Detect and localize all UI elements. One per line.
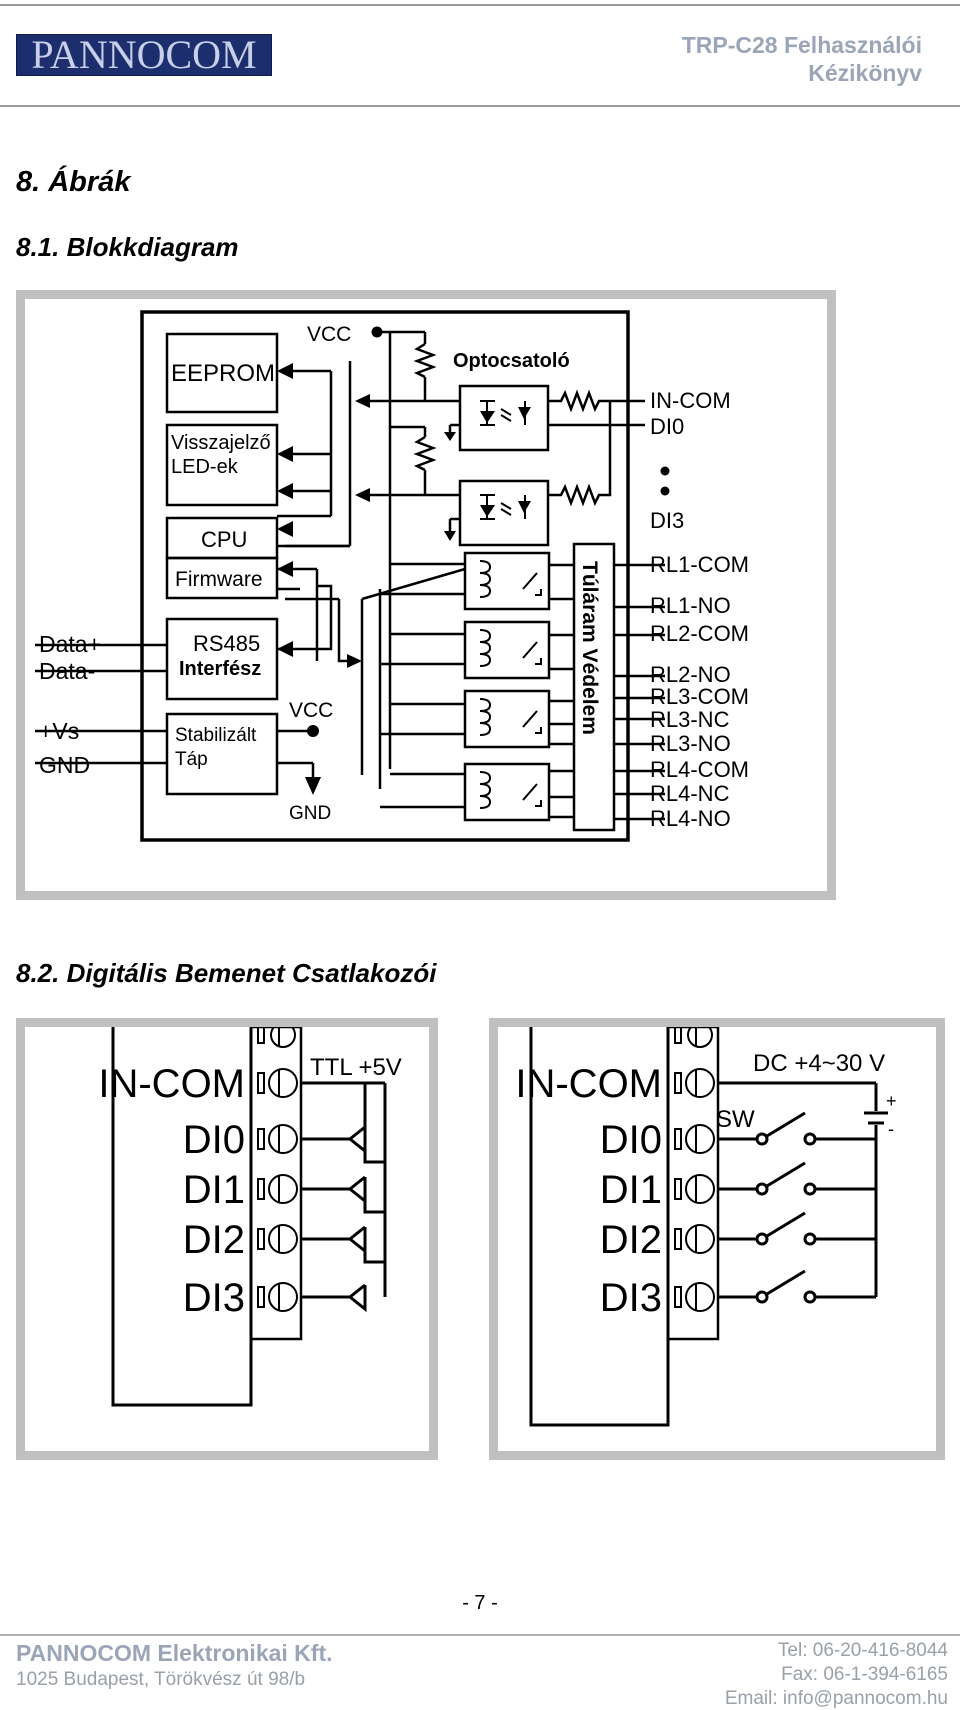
optocoupler-2 [458,479,550,547]
psu-label-line2: Táp [175,749,208,770]
pin-di3: DI3 [650,508,684,533]
pin-gnd: GND [39,752,90,778]
pin-data-minus: Data- [39,658,95,684]
logo-text: PANNOCOM [31,32,257,77]
sw-minus-label: - [888,1119,894,1139]
digital-input-switch-frame: IN-COM DI0 DI1 DI2 DI3 DC +4~30 V SW + - [489,1018,945,1460]
document-title-line1: TRP-C28 Felhasználói [681,32,922,58]
block-diagram-frame: EEPROM Visszajelző LED-ek CPU Firmware R… [16,290,836,900]
pin-rl4-no: RL4-NO [650,806,731,831]
digital-input-ttl-frame: IN-COM DI0 DI1 DI2 DI3 TTL +5V [16,1018,438,1460]
gnd-psu-label: GND [289,803,331,824]
pin-rl2-com: RL2-COM [650,621,749,646]
footer-fax: Fax: 06-1-394-6165 [781,1664,948,1685]
vcc-psu-label: VCC [289,699,333,722]
relay-2 [463,620,551,680]
subsection-title-block-diagram: 8.1. Blokkdiagram [16,232,239,262]
sw-plus-label: + [886,1091,897,1111]
vcc-top-label: VCC [307,323,351,346]
optocoupler-label: Optocsatoló [453,350,570,372]
pin-in-com: IN-COM [650,388,731,413]
firmware-label: Firmware [175,568,263,591]
pin-rl1-no: RL1-NO [650,593,731,618]
section-title: 8. Ábrák [16,166,131,198]
cpu-label: CPU [201,527,247,552]
eeprom-label: EEPROM [171,360,275,387]
digital-input-ttl-diagram: IN-COM DI0 DI1 DI2 DI3 TTL +5V [98,1022,402,1407]
sw-supply-label: DC +4~30 V [753,1050,885,1077]
pin-rl4-nc: RL4-NC [650,781,730,806]
header-bottom-rule [0,105,960,107]
document-title-line2: Kézikönyv [808,60,922,86]
sw-terminal-in-com: IN-COM [515,1062,662,1106]
relay-1 [463,551,551,611]
pin-rl2-no: RL2-NO [650,662,731,687]
optocoupler-1 [458,384,550,452]
overcurrent-label: Túláram Védelem [578,561,601,735]
pin-rl1-com: RL1-COM [650,552,749,577]
sw-switch-label: SW [716,1106,755,1133]
footer-company: PANNOCOM Elektronikai Kft. [16,1640,333,1666]
ttl-terminal-di3: DI3 [183,1276,245,1320]
header-top-rule [0,4,960,6]
psu-label-line1: Stabilizált [175,725,257,746]
ttl-terminal-di2: DI2 [183,1218,245,1262]
ttl-terminal-di1: DI1 [183,1168,245,1212]
pin-rl3-com: RL3-COM [650,684,749,709]
ttl-terminal-in-com: IN-COM [98,1062,245,1106]
rs485-block [165,617,279,701]
sw-terminal-di1: DI1 [600,1168,662,1212]
led-block [165,423,279,507]
pin-rl3-no: RL3-NO [650,731,731,756]
subsection-title-digital-inputs: 8.2. Digitális Bemenet Csatlakozói [16,958,437,988]
relay-3 [463,689,551,749]
footer-address: 1025 Budapest, Törökvész út 98/b [16,1669,306,1690]
psu-block [165,712,279,796]
rs485-label-line2: Interfész [179,658,261,680]
module-outline [140,310,630,842]
rs485-label-line1: RS485 [193,631,260,656]
relay-4 [463,762,551,822]
pin-rl3-nc: RL3-NC [650,707,730,732]
sw-terminal-di0: DI0 [600,1118,662,1162]
firmware-block [165,556,279,600]
sw-terminal-di2: DI2 [600,1218,662,1262]
led-label-line1: Visszajelző [171,432,271,454]
overcurrent-block [572,542,616,832]
ttl-terminal-di0: DI0 [183,1118,245,1162]
pin-rl4-com: RL4-COM [650,757,749,782]
footer-email: Email: info@pannocom.hu [724,1688,948,1709]
pin-vs: +Vs [39,718,79,744]
pin-di0: DI0 [650,414,684,439]
ttl-source-label: TTL +5V [310,1054,402,1081]
footer-rule [0,1634,960,1636]
page-number: - 7 - [462,1592,498,1614]
led-label-line2: LED-ek [171,456,239,478]
company-logo: PANNOCOM [16,34,272,76]
sw-terminal-di3: DI3 [600,1276,662,1320]
pin-data-plus: Data+ [39,631,101,657]
block-diagram: EEPROM Visszajelző LED-ek CPU Firmware R… [35,310,749,842]
digital-input-switch-diagram: IN-COM DI0 DI1 DI2 DI3 DC +4~30 V SW + - [515,1022,897,1427]
footer-tel: Tel: 06-20-416-8044 [777,1640,948,1661]
eeprom-block [165,332,279,414]
